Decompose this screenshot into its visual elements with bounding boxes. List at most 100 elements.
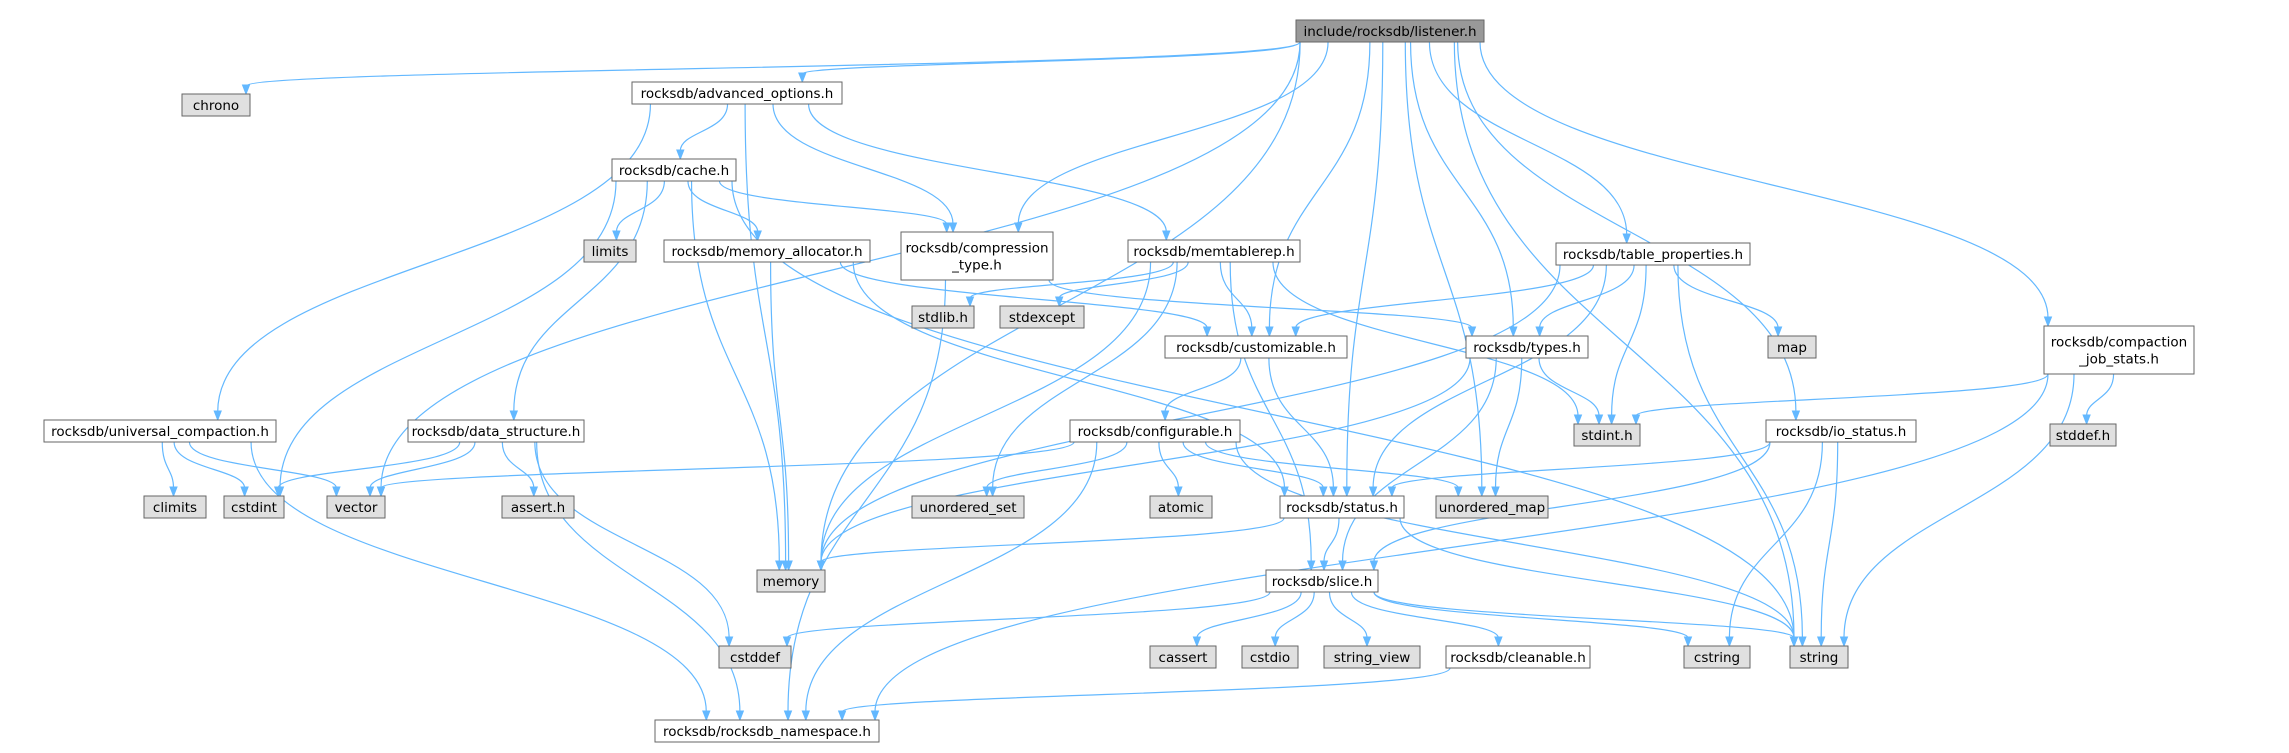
edge-table_properties-to-customizable [1295, 264, 1595, 329]
edge-listener-to-chrono [245, 41, 1301, 87]
edge-compaction_job_stats-to-rocksdb_namespace [874, 373, 2049, 713]
node-box [143, 495, 207, 519]
node-label: _job_stats.h [2078, 352, 2159, 368]
edge-arrowhead-io_status-to-status [1387, 486, 1397, 498]
node-memory: memory [756, 569, 826, 593]
node-box [1241, 645, 1299, 669]
edge-arrowhead-table_properties-to-map [1773, 326, 1783, 338]
edge-table_properties-to-map [1673, 264, 1779, 329]
node-rocksdb-namespace[interactable]: rocksdb/rocksdb_namespace.h [654, 719, 880, 743]
node-status[interactable]: rocksdb/status.h [1279, 495, 1405, 519]
edge-arrowhead-memtablerep-to-stdexcept [1054, 296, 1064, 308]
edge-memory_allocator-to-status [852, 261, 1286, 489]
edge-memory_allocator-to-customizable [839, 261, 1208, 329]
node-configurable[interactable]: rocksdb/configurable.h [1069, 419, 1241, 443]
edge-configurable-to-atomic [1158, 441, 1179, 489]
edge-slice-to-cstring [1373, 591, 1689, 639]
node-climits: climits [143, 495, 207, 519]
node-universal-compaction[interactable]: rocksdb/universal_compaction.h [43, 419, 277, 443]
edge-cache-to-memory_allocator [687, 180, 759, 233]
edge-configurable-to-string [1235, 441, 1795, 639]
edge-slice-to-string_view [1328, 591, 1368, 639]
edge-memory_allocator-to-memory [770, 261, 790, 563]
node-io-status[interactable]: rocksdb/io_status.h [1765, 419, 1917, 443]
edge-listener-to-table_properties [1428, 41, 1628, 236]
edge-arrowhead-data_structure-to-rocksdb_namespace [735, 710, 745, 722]
edge-customizable-to-status [1268, 357, 1334, 489]
edge-customizable-to-configurable [1164, 357, 1242, 413]
edge-arrowhead-cache-to-compression_type [942, 222, 951, 234]
node-assert: assert.h [501, 495, 575, 519]
node-box [1164, 335, 1348, 359]
node-label: rocksdb/cache.h [619, 163, 729, 179]
edge-memtablerep-to-memory [820, 261, 1152, 563]
edge-listener-to-customizable [1268, 41, 1371, 329]
edge-slice-to-cstddef [786, 591, 1271, 639]
node-box [1683, 645, 1751, 669]
edge-arrowhead-types-to-unordered_map [1491, 486, 1500, 498]
node-box [1265, 569, 1379, 593]
edge-arrowhead-cache-to-data_structure [509, 410, 519, 422]
edge-configurable-to-vector [380, 441, 1075, 489]
node-cassert: cassert [1149, 645, 1217, 669]
edge-arrowhead-advanced_options-to-compression_type [948, 222, 958, 234]
node-label: rocksdb/rocksdb_namespace.h [663, 724, 871, 740]
edge-arrowhead-slice-to-cstdio [1270, 636, 1280, 648]
node-listener[interactable]: include/rocksdb/listener.h [1295, 19, 1485, 43]
node-stdlib: stdlib.h [911, 305, 975, 329]
edge-compaction_job_stats-to-string [1843, 373, 2075, 639]
node-compaction-job-stats[interactable]: rocksdb/compaction_job_stats.h [2043, 325, 2195, 375]
edge-arrowhead-customizable-to-configurable [1160, 410, 1170, 422]
node-label: rocksdb/customizable.h [1176, 340, 1336, 356]
edge-listener-to-status [1346, 41, 1384, 489]
node-box [999, 305, 1085, 329]
node-compression-type[interactable]: rocksdb/compression_type.h [900, 231, 1054, 281]
edge-io_status-to-string [1820, 441, 1839, 639]
node-label: rocksdb/cleanable.h [1450, 650, 1586, 666]
edge-arrowhead-listener-to-chrono [241, 84, 251, 96]
node-string-view: string_view [1323, 645, 1421, 669]
node-types[interactable]: rocksdb/types.h [1465, 335, 1589, 359]
node-box [407, 419, 585, 443]
node-customizable[interactable]: rocksdb/customizable.h [1164, 335, 1348, 359]
node-label: stddef.h [2056, 428, 2110, 444]
edge-arrowhead-listener-to-unordered_map [1477, 486, 1487, 498]
node-unordered-set: unordered_set [911, 495, 1025, 519]
node-chrono: chrono [181, 93, 251, 117]
edge-arrowhead-listener-to-compression_type [1014, 222, 1023, 234]
node-box [1445, 645, 1591, 669]
node-memtablerep[interactable]: rocksdb/memtablerep.h [1127, 239, 1301, 263]
edge-advanced_options-to-memory [744, 103, 787, 563]
edge-advanced_options-to-memtablerep [807, 103, 1167, 233]
node-box [1149, 645, 1217, 669]
edge-arrowhead-slice-to-string [1789, 636, 1799, 648]
node-table-properties[interactable]: rocksdb/table_properties.h [1555, 242, 1751, 266]
edge-memtablerep-to-unordered_set [992, 261, 1178, 489]
edge-arrowhead-universal_compaction-to-cstdint [240, 486, 249, 498]
node-label: cstdint [231, 500, 277, 516]
edge-arrowhead-listener-to-status [1342, 486, 1352, 498]
edge-memtablerep-to-stdexcept [1058, 261, 1189, 299]
node-cleanable[interactable]: rocksdb/cleanable.h [1445, 645, 1591, 669]
node-box [663, 239, 871, 263]
edge-types-to-stdint [1538, 357, 1600, 417]
node-memory-allocator[interactable]: rocksdb/memory_allocator.h [663, 239, 871, 263]
node-cache[interactable]: rocksdb/cache.h [611, 158, 737, 182]
edge-arrowhead-slice-to-cstddef [782, 636, 792, 648]
edge-configurable-to-unordered_map [1204, 441, 1459, 489]
node-box [611, 158, 737, 182]
node-box [181, 93, 251, 117]
edge-arrowhead-configurable-to-vector [376, 486, 386, 498]
node-vector: vector [326, 495, 386, 519]
node-box [1149, 495, 1213, 519]
node-box [1127, 239, 1301, 263]
edge-io_status-to-slice [1373, 441, 1771, 563]
node-slice[interactable]: rocksdb/slice.h [1265, 569, 1379, 593]
node-box [583, 239, 637, 263]
node-box [1279, 495, 1405, 519]
edge-arrowhead-universal_compaction-to-rocksdb_namespace [702, 710, 711, 722]
edge-compaction_job_stats-to-stddef [2086, 373, 2115, 417]
node-advanced-options[interactable]: rocksdb/advanced_options.h [631, 81, 843, 105]
node-data-structure[interactable]: rocksdb/data_structure.h [407, 419, 585, 443]
node-label: _type.h [951, 258, 1002, 274]
